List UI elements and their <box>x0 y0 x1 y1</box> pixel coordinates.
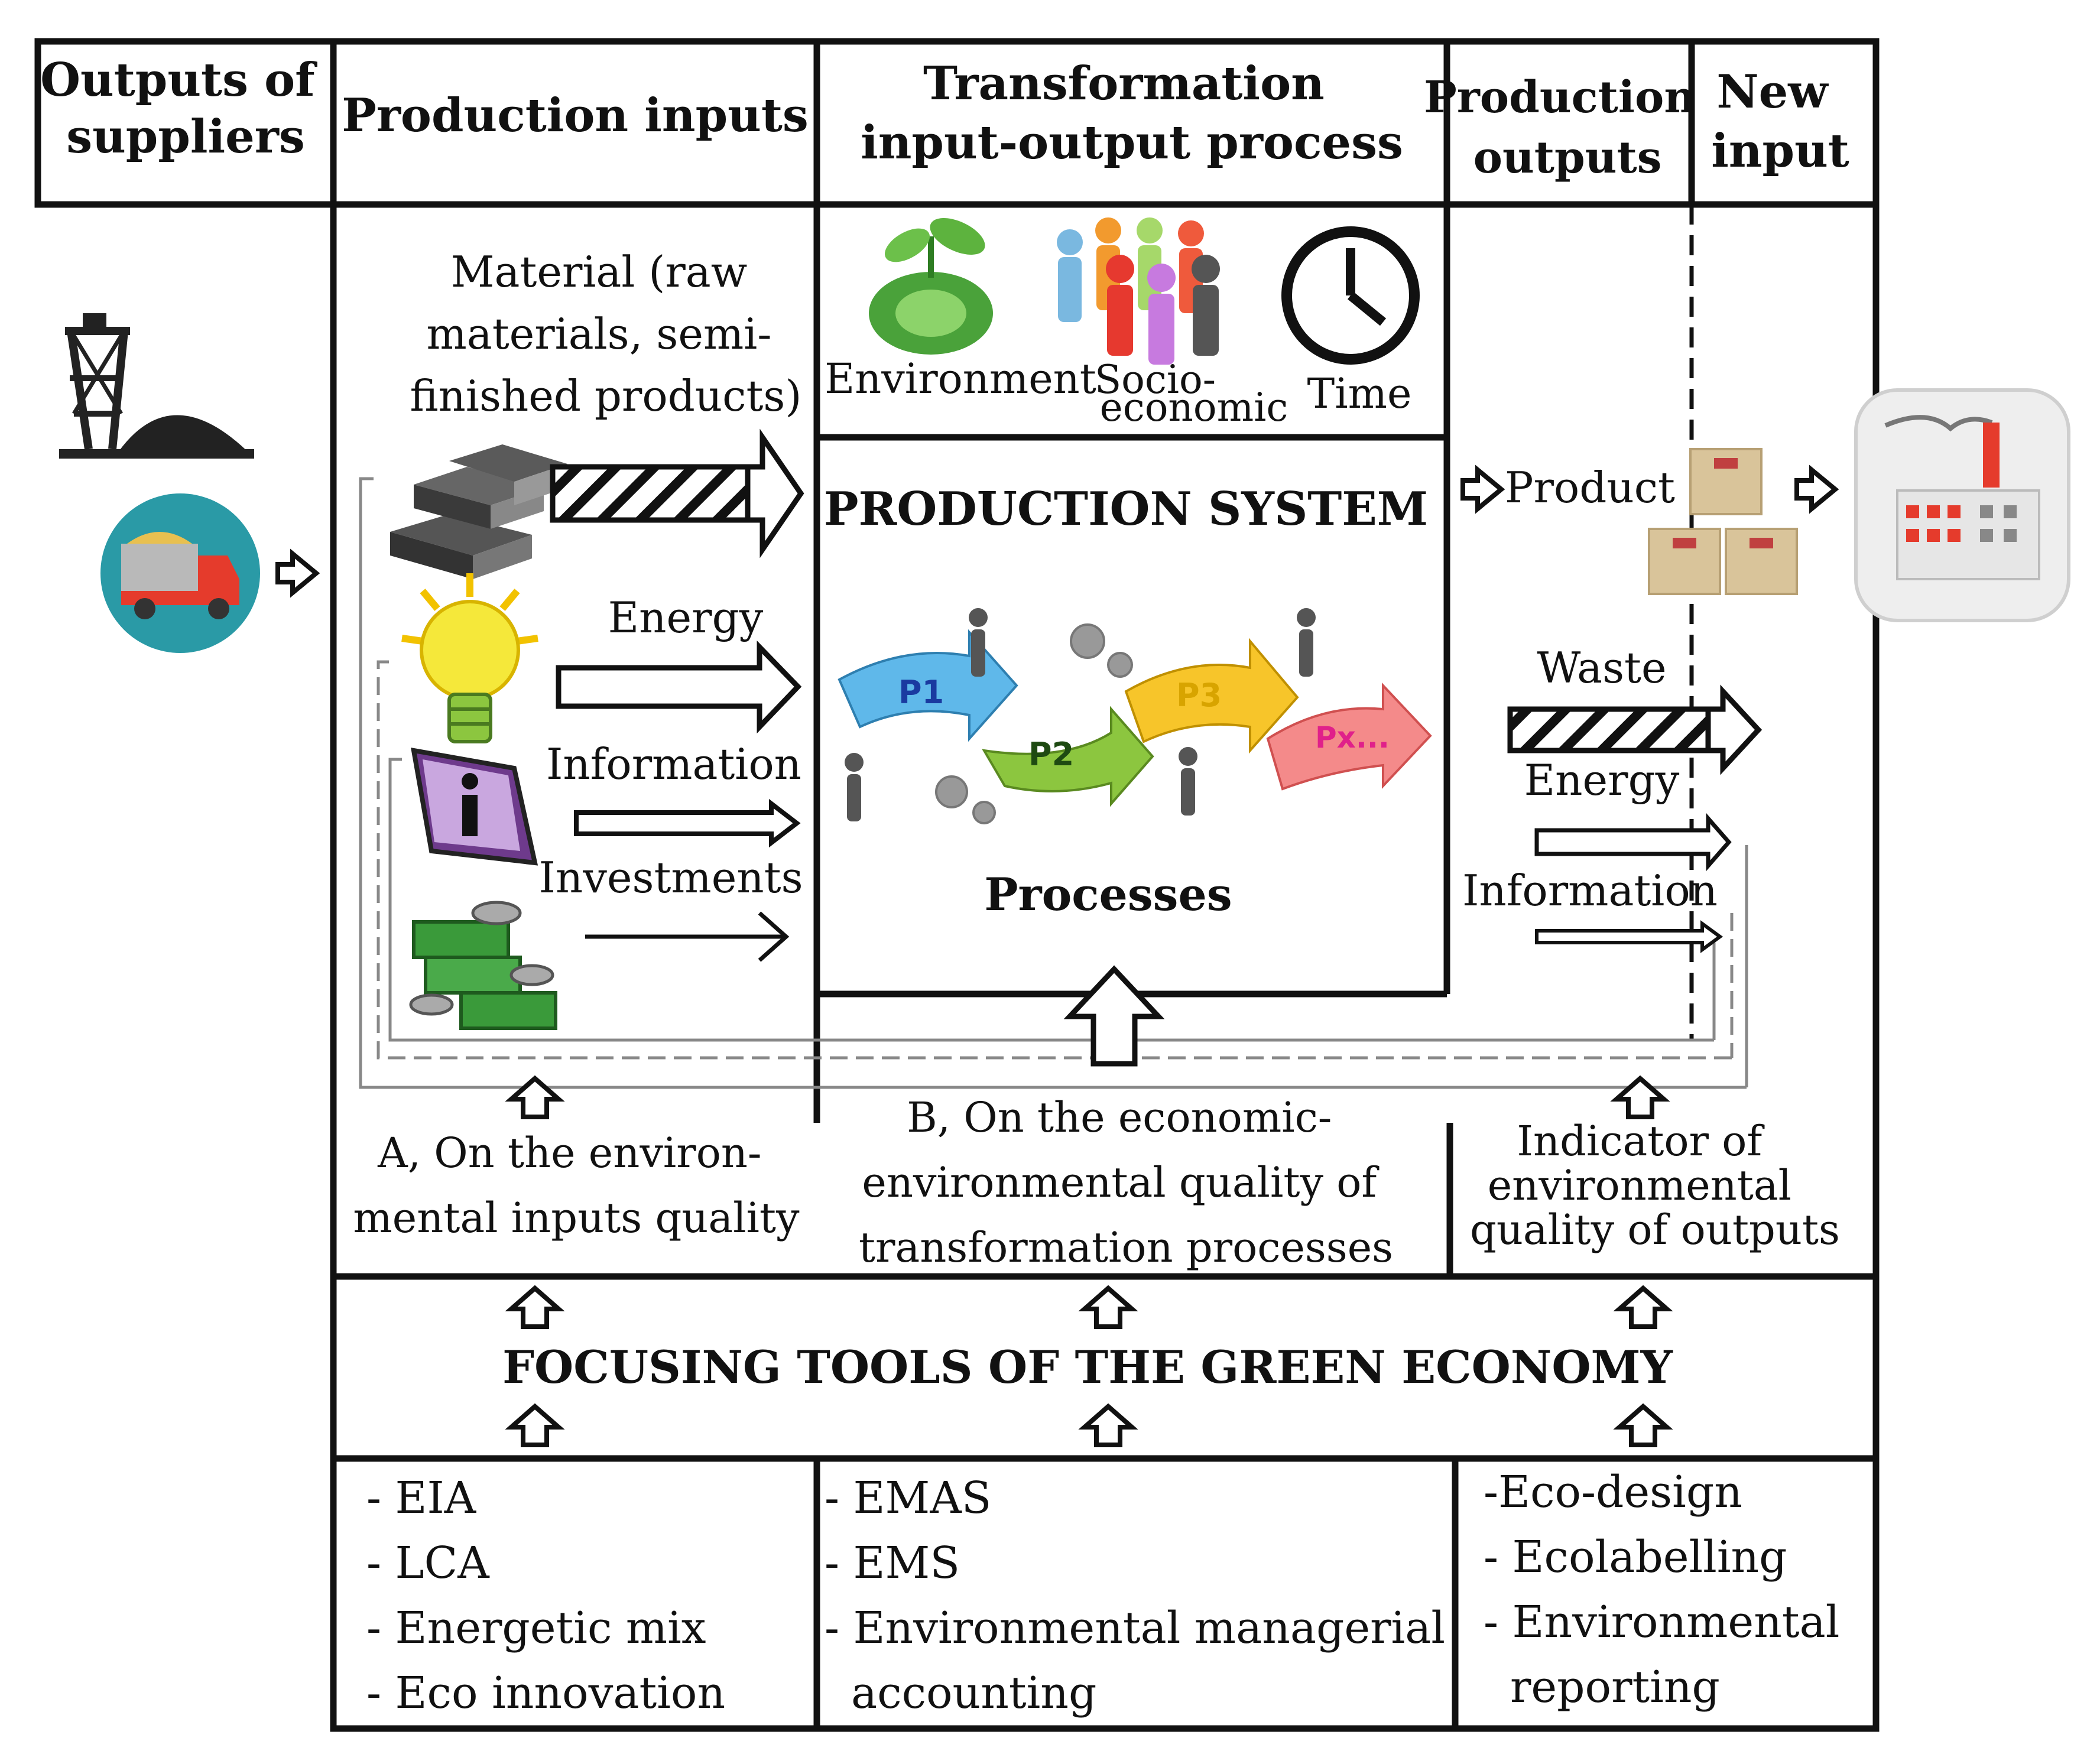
tool-ecolabelling: - Ecolabelling <box>1484 1532 1787 1583</box>
assessment-a-text: A, On the environ- mental inputs quality <box>353 1129 800 1242</box>
header-transformation-line2: input-output process <box>861 116 1403 170</box>
energy-input-arrow <box>556 640 802 734</box>
gears-icon <box>935 623 1133 824</box>
tool-accounting: accounting <box>851 1668 1096 1718</box>
assessment-b-text: B, On the economic- environmental qualit… <box>859 1093 1393 1272</box>
focusing-arrows <box>505 1285 1673 1447</box>
tool-lca: - LCA <box>366 1538 490 1588</box>
investments-arrow <box>585 911 790 962</box>
material-label-line1: Material (raw <box>451 247 748 297</box>
worker-figures-icon <box>845 608 1316 821</box>
truck-icon <box>100 493 260 653</box>
header-transformation-line1: Transformation <box>923 57 1325 111</box>
header-outputs-suppliers: Outputs of suppliers <box>40 53 331 164</box>
process-step-px: Px... <box>1266 682 1432 791</box>
assessment-c-line3: quality of outputs <box>1470 1206 1840 1254</box>
product-arrow-out <box>1794 464 1839 514</box>
process-step-p3: P3 <box>1124 638 1299 754</box>
mine-tower-icon <box>59 313 254 459</box>
tool-emas: - EMAS <box>825 1473 991 1523</box>
waste-label: Waste <box>1537 643 1666 693</box>
tool-eco-design: -Eco-design <box>1484 1467 1742 1518</box>
header-production-outputs: Production outputs <box>1424 72 1711 183</box>
assessment-a-arrow <box>505 1075 565 1119</box>
header-new-input-line2: input <box>1711 124 1849 178</box>
header-outputs-suppliers-line2: suppliers <box>66 110 305 164</box>
header-production-inputs: Production inputs <box>342 89 809 142</box>
tool-environmental-managerial: - Environmental managerial <box>825 1603 1445 1653</box>
information-input-arrow <box>574 798 801 848</box>
tool-eia: - EIA <box>366 1473 477 1523</box>
energy-output-label: Energy <box>1524 755 1680 805</box>
header-new-input-line1: New <box>1716 65 1829 119</box>
tools-list-col1: - EIA - LCA - Energetic mix - Eco innova… <box>366 1473 725 1718</box>
product-label: Product <box>1505 463 1675 512</box>
processes-label: Processes <box>984 868 1232 921</box>
time-label: Time <box>1307 369 1412 418</box>
information-output-label: Information <box>1462 866 1718 915</box>
investments-label: Investments <box>538 853 803 902</box>
environment-globe-icon <box>869 218 993 355</box>
information-output-arrow <box>1535 920 1724 953</box>
light-bulb-icon <box>401 573 538 743</box>
assessment-b-line2: environmental quality of <box>862 1158 1380 1207</box>
environment-label: Environment <box>825 355 1096 403</box>
assessment-b-line1: B, On the economic- <box>907 1093 1332 1142</box>
assessment-c-line2: environmental <box>1488 1161 1791 1210</box>
process-step-p1: P1 <box>838 629 1018 742</box>
material-label: Material (raw materials, semi- finished … <box>410 247 802 421</box>
socio-economic-label-line1: Socio- <box>1095 357 1216 402</box>
tools-list-col2: - EMAS - EMS - Environmental managerial … <box>825 1473 1459 1718</box>
clock-icon <box>1281 226 1420 365</box>
header-transformation: Transformation input-output process <box>861 57 1403 170</box>
assessment-b-arrow <box>1063 965 1165 1067</box>
material-arrow <box>550 428 804 558</box>
metal-bars-icon <box>390 444 567 579</box>
main-frame <box>330 38 1880 1732</box>
header-production-outputs-line1: Production <box>1424 72 1696 123</box>
energy-input-label: Energy <box>608 593 764 642</box>
assessment-c-line1: Indicator of <box>1517 1117 1765 1165</box>
tools-list-col3: -Eco-design - Ecolabelling - Environment… <box>1484 1467 1854 1713</box>
tool-ems: - EMS <box>825 1538 960 1588</box>
process-label-p1: P1 <box>898 674 944 711</box>
product-arrow-in <box>1460 464 1505 514</box>
material-label-line2: materials, semi- <box>427 309 772 359</box>
waste-arrow <box>1507 684 1763 775</box>
feedback-loops <box>359 477 1748 1089</box>
assessment-a-line1: A, On the environ- <box>377 1129 761 1177</box>
process-label-px: Px... <box>1315 720 1390 755</box>
material-label-line3: finished products) <box>410 371 802 421</box>
assessment-c-text: Indicator of environmental quality of ou… <box>1470 1117 1840 1254</box>
header-new-input: New input <box>1711 65 1849 178</box>
assessment-c-arrow <box>1610 1075 1670 1119</box>
info-book-icon <box>411 748 538 866</box>
focusing-tools-title: FOCUSING TOOLS OF THE GREEN ECONOMY <box>502 1341 1673 1393</box>
tool-reporting: reporting <box>1510 1662 1720 1713</box>
process-step-p2: P2 <box>982 706 1154 807</box>
people-group-icon <box>1057 217 1220 365</box>
boxes-icon <box>1648 448 1798 595</box>
socio-economic-label-line2: economic <box>1100 385 1288 430</box>
production-system-title: PRODUCTION SYSTEM <box>824 482 1428 536</box>
header-outputs-suppliers-line1: Outputs of <box>40 53 317 107</box>
energy-output-arrow <box>1534 813 1732 872</box>
supplier-arrow <box>275 548 320 598</box>
tool-environmental: - Environmental <box>1484 1597 1839 1648</box>
tool-eco-innovation: - Eco innovation <box>366 1668 725 1718</box>
process-label-p2: P2 <box>1028 736 1074 773</box>
header-production-outputs-line2: outputs <box>1473 132 1662 183</box>
assessment-a-line2: mental inputs quality <box>353 1194 800 1242</box>
money-stack-icon <box>409 901 557 1030</box>
process-label-p3: P3 <box>1176 677 1222 714</box>
information-input-label: Information <box>546 739 801 789</box>
socio-economic-label: Socio- economic <box>1095 357 1288 430</box>
assessment-b-line3: transformation processes <box>859 1223 1393 1272</box>
factory-icon <box>1854 388 2070 622</box>
tool-energetic-mix: - Energetic mix <box>366 1603 706 1653</box>
